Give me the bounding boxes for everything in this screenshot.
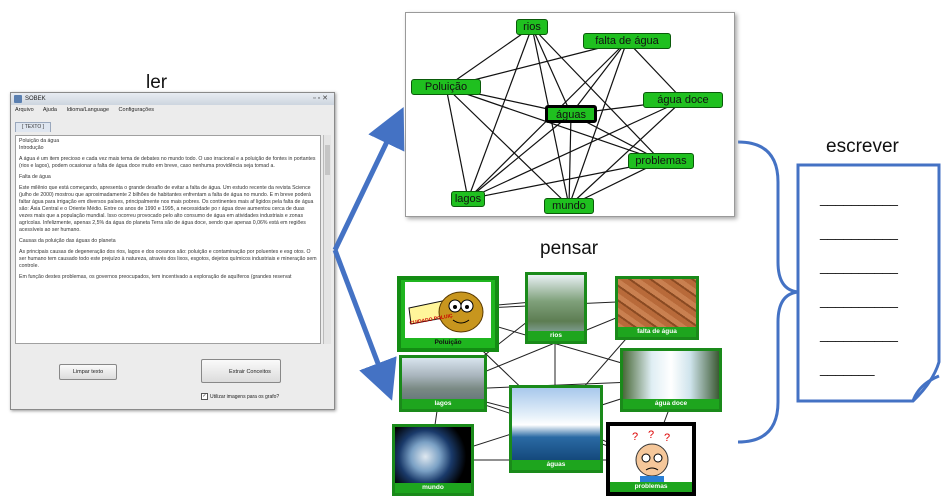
writing-line: __________	[820, 258, 898, 274]
checkbox-check-icon: ✓	[201, 393, 208, 400]
menu-configuracoes[interactable]: Configurações	[118, 107, 155, 113]
window-title: SOBEK	[25, 96, 46, 102]
tab-texto[interactable]: [ TEXTO ]	[15, 122, 52, 132]
text-paragraph: Em função destes problemas, os governos …	[19, 274, 292, 280]
node-aguas[interactable]: águas	[545, 105, 597, 123]
text-intro-heading: Introdução	[19, 145, 44, 151]
window-titlebar: SOBEK ▫▫✕	[11, 93, 334, 105]
node-poluicao[interactable]: Poluição	[411, 79, 481, 95]
menu-arquivo[interactable]: Arquivo	[15, 107, 34, 113]
label-escrever: escrever	[826, 136, 899, 157]
svg-text:?: ?	[664, 432, 670, 444]
menu-ajuda[interactable]: Ajuda	[42, 107, 57, 113]
writing-line: __________	[820, 224, 898, 240]
node-mundo[interactable]: mundo	[544, 198, 594, 214]
menu-idioma[interactable]: Idioma/Language	[66, 107, 110, 113]
writing-line: __________	[820, 190, 898, 206]
scrollbar-thumb[interactable]	[325, 145, 330, 175]
image-node-aguas[interactable]: águas	[509, 385, 603, 473]
menubar: Arquivo Ajuda Idioma/Language Configuraç…	[11, 105, 334, 115]
extract-concepts-button[interactable]: Extrair Conceitos	[201, 359, 281, 383]
label-ler: ler	[146, 72, 168, 93]
writing-document	[796, 163, 941, 403]
text-heading: Falta de água	[19, 174, 51, 180]
node-problemas[interactable]: problemas	[628, 153, 694, 169]
window-controls[interactable]: ▫▫✕	[313, 95, 330, 102]
writing-line: _______	[820, 360, 875, 376]
text-paragraph: As principais causas de degeneração dos …	[19, 249, 317, 269]
caption-lagos: lagos	[402, 399, 484, 409]
use-images-checkbox[interactable]: ✓Utilizar imagens para os grafo?	[201, 393, 279, 400]
caption-mundo: mundo	[395, 483, 471, 493]
caption-problemas: problemas	[610, 482, 692, 492]
text-title: Poluição da água	[19, 138, 60, 144]
confused-person-icon: ? ? ?	[632, 429, 670, 486]
writing-lines: __________ __________ __________ _______…	[820, 190, 898, 394]
node-falta-de-agua[interactable]: falta de água	[583, 33, 671, 49]
text-heading: Causas da poluição das águas do planeta	[19, 238, 116, 244]
image-node-poluicao[interactable]: CUIDADO POLUIÇÃO Poluição	[397, 276, 499, 352]
pollution-sign-text: CUIDADO POLUIÇÃO	[409, 311, 453, 326]
svg-text:?: ?	[648, 429, 654, 441]
node-lagos[interactable]: lagos	[451, 191, 485, 207]
pollution-sign: CUIDADO POLUIÇÃO	[409, 311, 453, 326]
caption-rios: rios	[528, 331, 584, 341]
caption-aguas: águas	[512, 460, 600, 470]
sobek-window: SOBEK ▫▫✕ Arquivo Ajuda Idioma/Language …	[10, 92, 335, 410]
image-node-rios[interactable]: rios	[525, 272, 587, 344]
node-agua-doce[interactable]: água doce	[643, 92, 723, 108]
concept-graph: rios falta de água Poluição águas água d…	[405, 12, 735, 217]
extract-concepts-label: Extrair Conceitos	[229, 369, 271, 375]
text-paragraph: A água é um item precioso e cada vez mai…	[19, 156, 316, 169]
use-images-label: Utilizar imagens para os grafo?	[210, 393, 280, 400]
scrollbar[interactable]	[323, 135, 331, 344]
caption-poluicao: Poluição	[401, 338, 495, 348]
arrow-to-images	[332, 249, 397, 401]
node-rios[interactable]: rios	[516, 19, 548, 35]
text-paragraph: Este milênio que está começando, apresen…	[19, 185, 314, 233]
writing-line: __________	[820, 292, 898, 308]
image-node-agua-doce[interactable]: água doce	[620, 348, 722, 412]
writing-line: __________	[820, 326, 898, 342]
pollution-cartoon-icon	[405, 282, 491, 338]
svg-text:?: ?	[632, 431, 638, 443]
curly-brace	[737, 140, 799, 444]
image-node-mundo[interactable]: mundo	[392, 424, 474, 496]
image-node-problemas[interactable]: ? ? ? problemas	[606, 422, 696, 496]
caption-agua-doce: água doce	[623, 399, 719, 409]
label-pensar: pensar	[540, 238, 599, 259]
app-icon	[14, 95, 22, 103]
image-node-falta-de-agua[interactable]: falta de água	[615, 276, 699, 340]
arrow-to-graph	[332, 106, 405, 252]
caption-falta-de-agua: falta de água	[618, 327, 696, 337]
clear-text-button[interactable]: Limpar texto	[59, 364, 117, 380]
image-node-lagos[interactable]: lagos	[399, 355, 487, 412]
